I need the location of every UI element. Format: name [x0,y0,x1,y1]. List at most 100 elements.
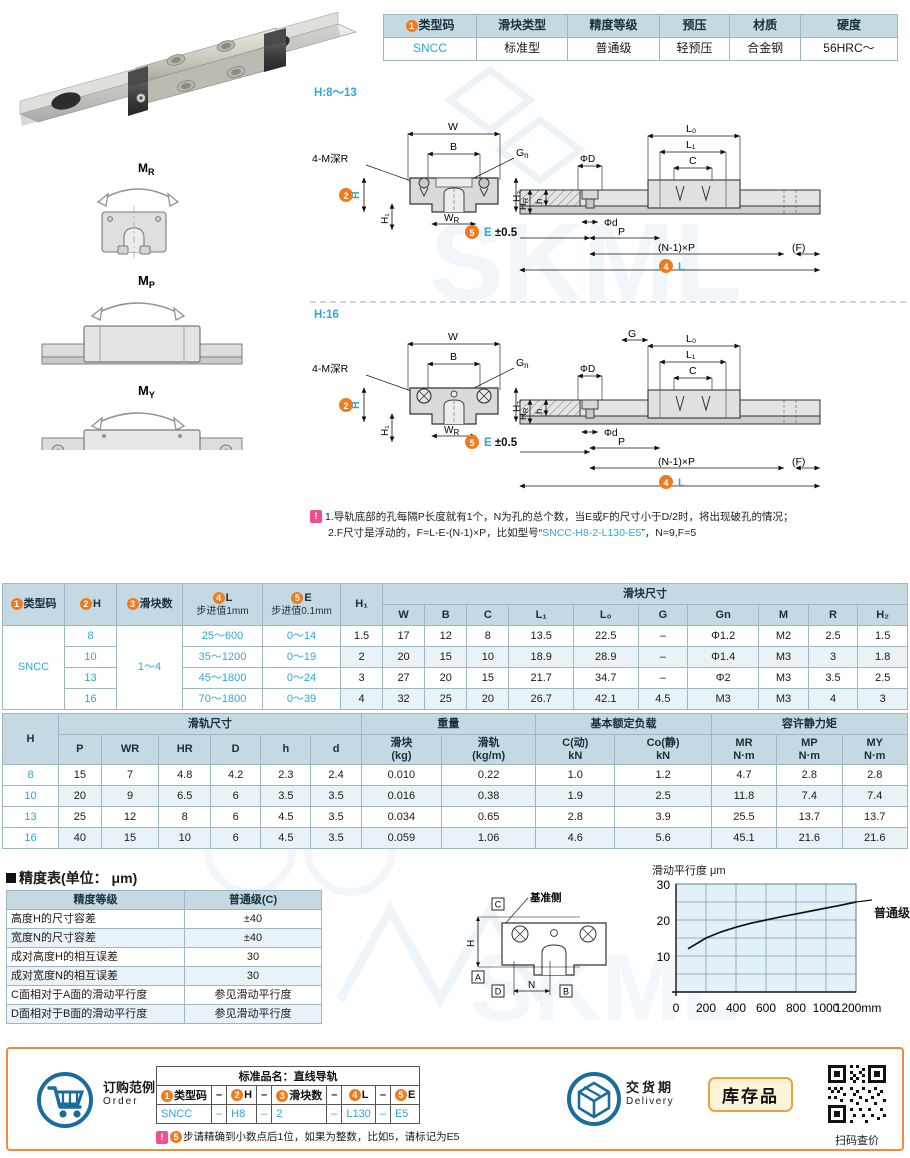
td-preload: 轻预压 [658,36,731,61]
table-row: SNCC 标准型 普通级 轻预压 合金钢 56HRC～ [382,36,899,61]
td-d-low: 3.5 [310,827,362,850]
td-mp: 21.6 [776,827,843,850]
badge-5-e [465,435,479,449]
chart-xtick-200: 200 [696,1001,716,1015]
rail-load-table: H 滑轨尺寸 重量 基本额定负载 容许静力矩 P WR HR D h d 滑块(… [2,712,909,850]
order-value-row: SNCC – H8 – 2 – L130 – E5 [156,1104,421,1124]
dim-phid-low: Φd [604,218,618,229]
dim-e: E ±0.5 [484,227,518,239]
dim-p: P [618,226,625,238]
td-material: 合金钢 [729,36,801,61]
svg-text:4: 4 [663,262,668,272]
th-group-moment: 容许静力矩 [710,713,909,735]
delivery-label: 交货期 Delivery [626,1080,675,1107]
th-g: G [637,604,689,626]
td-h2: 1.8 [857,646,908,668]
chart-ytick-30: 30 [657,878,671,892]
note-line-2-post: ”，N=9,F=5 [641,526,697,539]
td-c-static: 5.6 [614,827,712,850]
table-row: 成对宽度N的相互误差 30 [6,966,322,986]
dim-h: H [350,191,362,199]
callout-gn: Gn [516,357,529,370]
td-value: 30 [184,966,322,986]
dim-phid-cap: ΦD [580,364,595,375]
th-group-block-dims: 滑块尺寸 [382,583,908,605]
warning-icon: ! [310,510,322,523]
badge-4-l [659,475,673,489]
moment-label-mp: MP [138,273,155,290]
dim-f: (F) [792,456,805,468]
th-weight-rail: 滑轨(kg/m) [441,733,537,766]
td-block-count: 1～4 [116,625,183,710]
th-normal-grade: 普通级(C) [184,890,322,910]
td-l0: 28.9 [572,646,639,668]
technical-drawings: H:8～13 W B 4-M深R Gn [310,80,908,500]
td-h1: 3 [340,667,383,689]
td-m: M3 [758,646,809,668]
dim-l1: L₁ [686,349,696,361]
dim-np: (N-1)×P [658,456,695,468]
dim-c: C [689,365,697,377]
td-weight-block: 0.059 [360,827,443,850]
note-line-2-pre: 2.F尺寸是浮动的，F=L-E-(N-1)×P，比如型号“ [328,526,543,539]
td-label: D面相对于B面的滑动平行度 [6,1004,185,1024]
td-wr: 15 [100,827,160,850]
table-row: 宽度N的尺寸容差 ±40 [6,928,322,948]
chart-legend-normal-grade: 普通级 [873,906,910,920]
th-group-weight: 重量 [360,713,537,735]
table-header-row-1: H 滑轨尺寸 重量 基本额定负载 容许静力矩 [2,712,909,766]
td-gn: Φ1.4 [687,646,760,668]
table-row: 成对高度H的相互误差 30 [6,947,322,967]
callout-gn: Gn [516,147,529,160]
td-mr: 4.7 [710,764,778,787]
td-weight-rail: 0.22 [441,764,537,787]
dim-l: L [678,477,685,489]
th-h2: H₂ [857,604,908,626]
th-hardness: 硬度 [799,14,899,38]
td-h: 10 [2,785,59,808]
td-h: 16 [2,827,59,850]
th-weight-block: 滑块(kg) [360,733,443,766]
td-c-static: 2.5 [614,785,712,808]
cart-icon [37,1072,93,1128]
th-w: W [381,604,426,626]
dim-l1: L₁ [686,139,696,151]
precision-table-title: 精度表(单位： μm) [6,868,137,888]
td-l: 45～1800 [182,667,263,689]
td-c: 20 [466,688,510,710]
td-g: – [637,625,689,647]
td-c: 15 [466,667,510,689]
badge-1: 1 [405,19,418,32]
th-l0: L₀ [572,604,639,626]
chart-xtick-800: 800 [786,1001,806,1015]
td-h: 16 [64,688,117,710]
td-c-static: 1.2 [614,764,712,787]
callout-thread: 4-M深R [312,363,349,375]
td-hr: 10 [158,827,212,850]
td-p: 15 [58,764,102,787]
td-label: 宽度N的尺寸容差 [6,928,185,948]
dim-n: N [528,980,535,991]
dim-h1: H₁ [380,425,391,436]
td-h: 13 [64,667,117,689]
dim-h2: H₂ [512,401,523,412]
td-h2: 1.5 [857,625,908,647]
td-b: 12 [424,625,468,647]
td-h1: 2 [340,646,383,668]
dim-w: W [448,331,458,343]
td-c-static: 3.9 [614,806,712,829]
td-l1: 21.7 [508,667,574,689]
badge-4-l [659,259,673,273]
td-l: 70～1800 [182,688,263,710]
td-w: 32 [381,688,426,710]
th-gn: Gn [687,604,760,626]
td-weight-block: 0.016 [360,785,443,808]
dim-h: H [350,401,362,409]
td-hr: 8 [158,806,212,829]
